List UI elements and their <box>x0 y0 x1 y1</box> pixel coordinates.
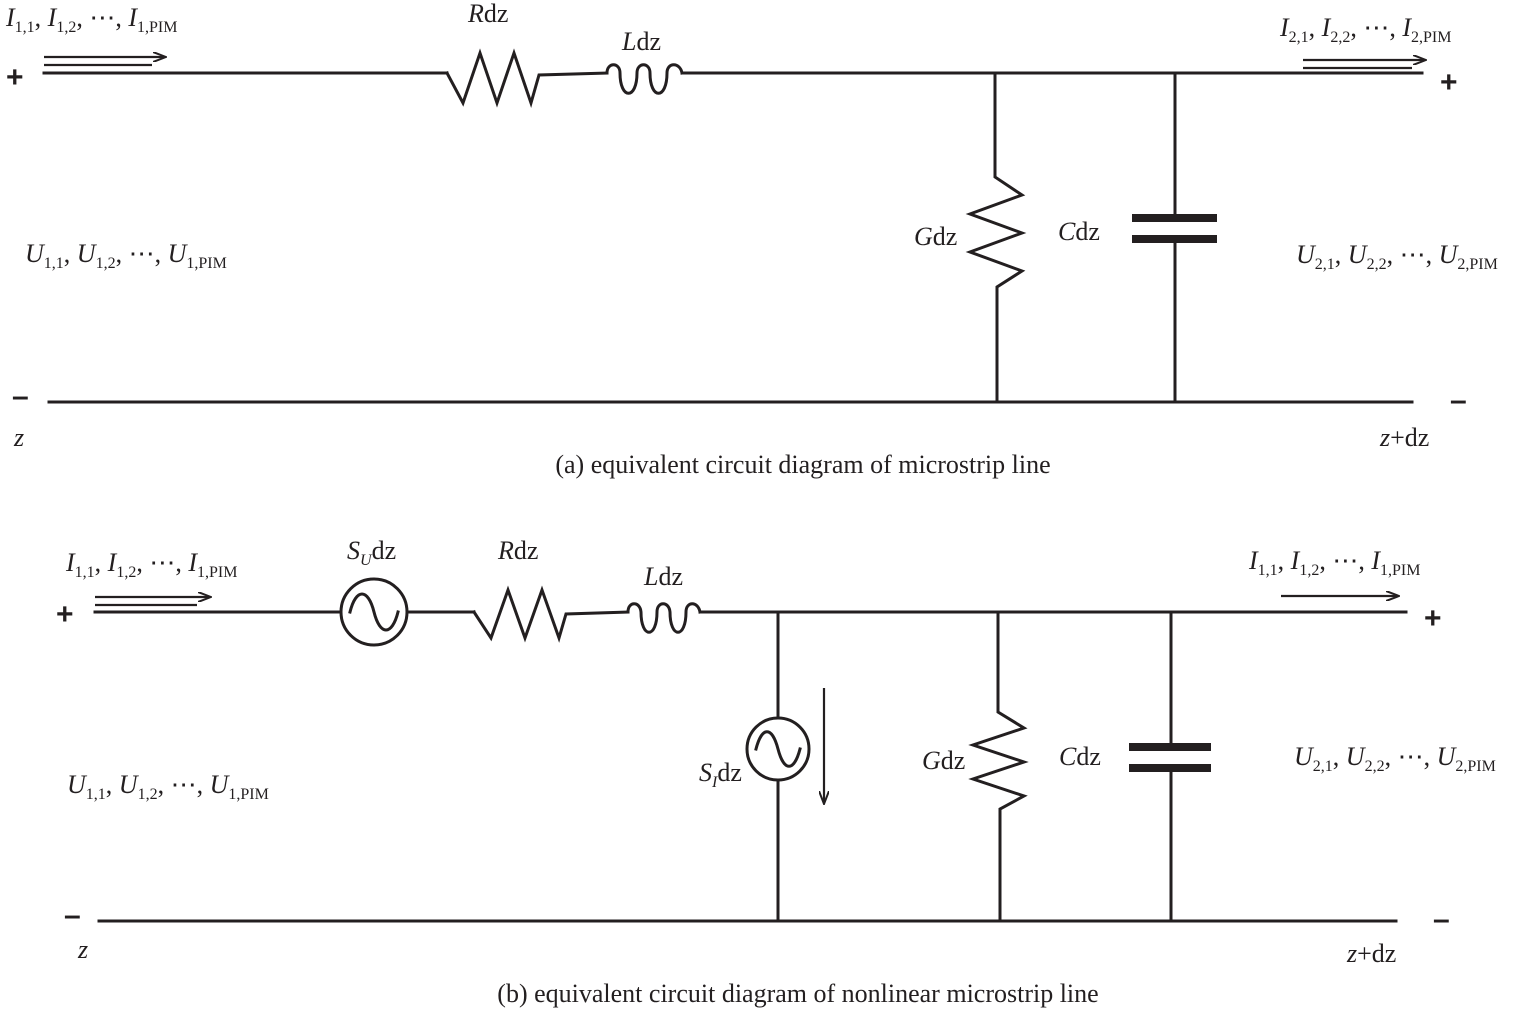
a-conductance-label: Gdz <box>914 222 957 251</box>
b-voltage-source-label: SUdz <box>347 536 396 569</box>
a-current-out-arrow <box>1303 60 1425 70</box>
b-voltage-in-label: U1,1, U1,2, ⋯, U1,PIM <box>67 770 269 803</box>
b-current-in-label: I1,1, I1,2, ⋯, I1,PIM <box>65 548 237 581</box>
b-current-in-arrow <box>95 597 210 607</box>
b-current-out-label: I1,1, I1,2, ⋯, I1,PIM <box>1248 546 1420 579</box>
b-pos-right-label: z+dz <box>1346 939 1396 968</box>
b-voltage-out-label: U2,1, U2,2, ⋯, U2,PIM <box>1294 742 1496 775</box>
b-conductance-label: Gdz <box>922 746 965 775</box>
a-current-in-arrow <box>44 57 165 67</box>
a-pos-right-label: z+dz <box>1379 423 1429 452</box>
a-resistor-series <box>444 48 609 109</box>
a-plus-right: + <box>1440 66 1458 99</box>
a-shunt-resistor <box>965 71 1027 404</box>
a-voltage-out-label: U2,1, U2,2, ⋯, U2,PIM <box>1296 240 1498 273</box>
b-resistor-label: Rdz <box>497 536 538 565</box>
a-current-out-label: I2,1, I2,2, ⋯, I2,PIM <box>1279 13 1451 46</box>
b-pos-left-label: z <box>77 935 88 964</box>
a-voltage-in-label: U1,1, U1,2, ⋯, U1,PIM <box>25 239 227 272</box>
a-current-in-label: I1,1, I1,2, ⋯, I1,PIM <box>5 3 177 36</box>
b-inductor <box>626 602 702 634</box>
b-voltage-source-sine <box>348 592 400 632</box>
b-inductor-label: Ldz <box>643 562 683 591</box>
b-minus-right: – <box>1433 903 1450 936</box>
b-capacitance-label: Cdz <box>1059 742 1101 771</box>
a-resistor-label: Rdz <box>467 0 508 28</box>
a-inductor <box>605 63 684 95</box>
a-minus-right: – <box>1450 384 1467 417</box>
a-plus-left: + <box>6 61 24 94</box>
b-plus-left: + <box>56 598 74 631</box>
diagram-a: + + – – Rdz Ldz Gdz Cdz I1,1, I1,2, ⋯, I… <box>5 0 1498 479</box>
a-caption: (a) equivalent circuit diagram of micros… <box>555 450 1050 479</box>
b-plus-right: + <box>1424 602 1442 635</box>
b-current-source-sine <box>754 730 802 768</box>
a-inductor-label: Ldz <box>621 27 661 56</box>
a-pos-left-label: z <box>13 423 24 452</box>
b-current-source-label: SIdz <box>699 758 742 791</box>
a-minus-left: – <box>12 380 29 413</box>
b-resistor-series <box>471 585 630 643</box>
a-capacitance-label: Cdz <box>1058 217 1100 246</box>
diagram-b: + + – – SUdz Rdz Ldz SIdz Gdz Cdz I1,1, … <box>56 536 1496 1008</box>
b-caption: (b) equivalent circuit diagram of nonlin… <box>497 979 1098 1008</box>
b-shunt-resistor <box>968 610 1029 923</box>
b-minus-left: – <box>64 899 81 932</box>
